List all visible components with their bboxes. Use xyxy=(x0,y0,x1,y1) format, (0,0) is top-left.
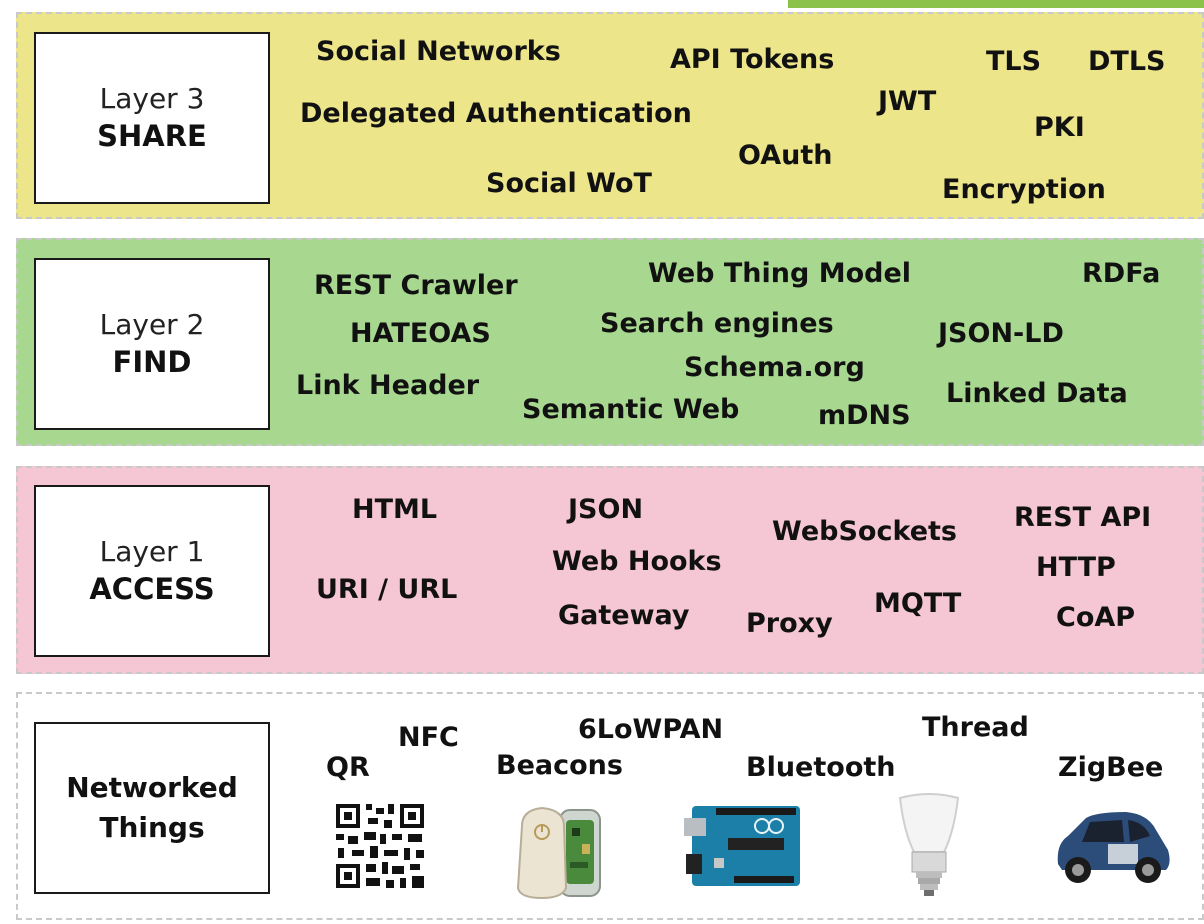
share-layer-label: Layer 3 SHARE xyxy=(34,32,270,204)
term-rdfa: RDFa xyxy=(1082,258,1161,289)
term-json-ld: JSON-LD xyxy=(938,318,1064,349)
things-layer-line2: Things xyxy=(99,811,205,844)
term-social-networks: Social Networks xyxy=(316,36,561,67)
term-jwt: JWT xyxy=(878,86,937,117)
term-schema-org: Schema.org xyxy=(684,352,865,383)
term-rest-api: REST API xyxy=(1014,502,1152,533)
find-layer-label: Layer 2 FIND xyxy=(34,258,270,430)
term-api-tokens: API Tokens xyxy=(670,44,835,75)
term-nfc: NFC xyxy=(398,722,459,753)
access-layer-name: ACCESS xyxy=(89,572,215,606)
top-accent-bar xyxy=(788,0,1204,8)
term-json: JSON xyxy=(568,494,644,525)
term-delegated-authentication: Delegated Authentication xyxy=(300,98,692,129)
term-qr: QR xyxy=(326,752,370,783)
things-layer-line1: Networked xyxy=(66,771,238,804)
smart-bulb-icon xyxy=(898,793,960,896)
term-proxy: Proxy xyxy=(746,608,833,639)
access-layer-title: Layer 1 xyxy=(99,535,205,568)
qr-code-icon xyxy=(332,800,428,892)
term-bluetooth: Bluetooth xyxy=(746,752,896,783)
term-tls: TLS xyxy=(986,46,1042,77)
term-pki: PKI xyxy=(1034,112,1085,143)
term-dtls: DTLS xyxy=(1088,46,1166,77)
term-thread: Thread xyxy=(922,712,1029,743)
term-social-wot: Social WoT xyxy=(486,168,652,199)
term-oauth: OAuth xyxy=(738,140,833,171)
share-layer-title: Layer 3 xyxy=(99,82,205,115)
term-web-thing-model: Web Thing Model xyxy=(648,258,912,289)
term-6lowpan: 6LoWPAN xyxy=(578,714,724,745)
term-html: HTML xyxy=(352,494,438,525)
term-beacons: Beacons xyxy=(496,750,623,781)
term-encryption: Encryption xyxy=(942,174,1106,205)
find-layer-title: Layer 2 xyxy=(99,308,205,341)
access-layer-label: Layer 1 ACCESS xyxy=(34,485,270,657)
term-uri-url: URI / URL xyxy=(316,574,458,605)
term-websockets: WebSockets xyxy=(772,516,957,547)
term-web-hooks: Web Hooks xyxy=(552,546,722,577)
term-zigbee: ZigBee xyxy=(1058,752,1164,783)
term-semantic-web: Semantic Web xyxy=(522,394,740,425)
car-icon xyxy=(1057,812,1170,883)
things-layer-label: Networked Things xyxy=(34,722,270,894)
beacon-device-icon xyxy=(516,806,601,900)
term-rest-crawler: REST Crawler xyxy=(314,270,518,301)
term-mqtt: MQTT xyxy=(874,588,962,619)
term-linked-data: Linked Data xyxy=(946,378,1128,409)
arduino-board-icon xyxy=(684,806,800,886)
share-layer-name: SHARE xyxy=(97,119,207,153)
term-mdns: mDNS xyxy=(818,400,911,431)
term-http: HTTP xyxy=(1036,552,1116,583)
term-coap: CoAP xyxy=(1056,602,1136,633)
term-gateway: Gateway xyxy=(558,600,690,631)
find-layer-name: FIND xyxy=(112,345,192,379)
term-hateoas: HATEOAS xyxy=(350,318,491,349)
term-link-header: Link Header xyxy=(296,370,480,401)
term-search-engines: Search engines xyxy=(600,308,834,339)
